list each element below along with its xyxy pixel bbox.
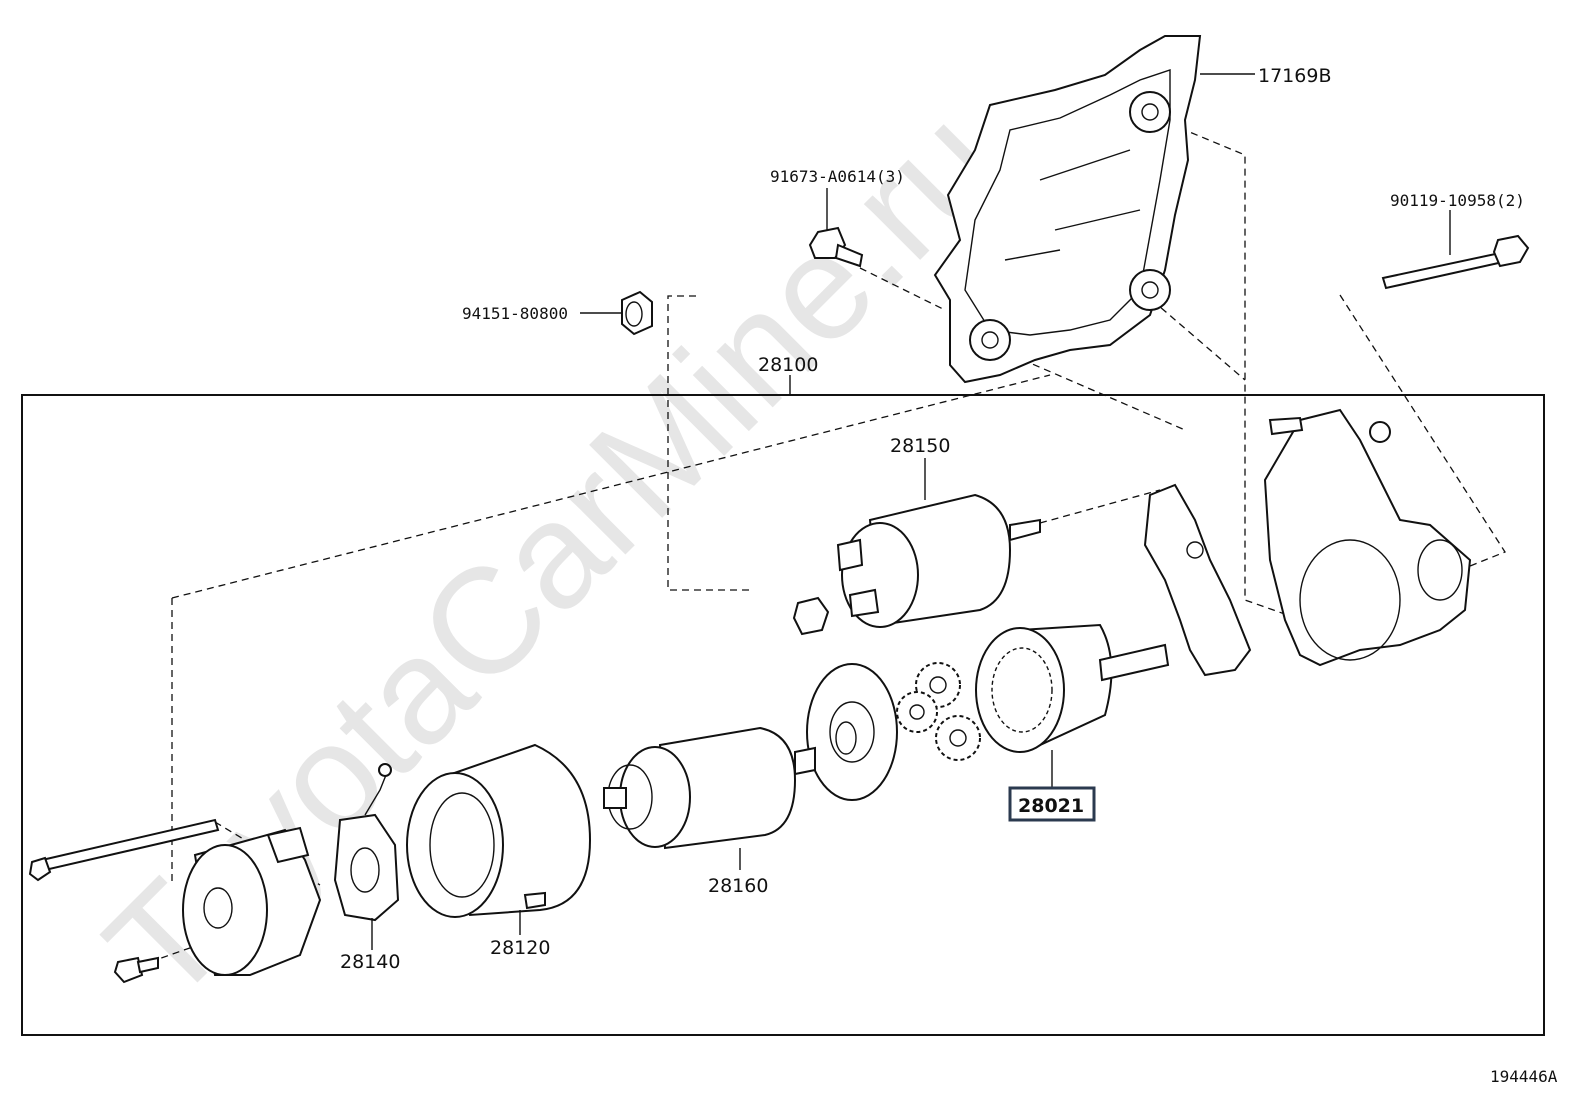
nut-94151 bbox=[621, 290, 653, 336]
label-28160[interactable]: 28160 bbox=[708, 875, 768, 897]
leader-lines bbox=[371, 73, 1451, 950]
through-bolt bbox=[28, 818, 220, 882]
solenoid-28150 bbox=[792, 493, 1041, 636]
label-17169b[interactable]: 17169B bbox=[1258, 65, 1331, 87]
label-28150[interactable]: 28150 bbox=[890, 435, 950, 457]
figure-code: 194446A bbox=[1490, 1067, 1558, 1086]
yoke-28120 bbox=[406, 743, 592, 918]
clutch-assembly-28021 bbox=[975, 623, 1170, 753]
assembly-frame bbox=[21, 394, 1545, 1036]
drive-housing bbox=[1263, 408, 1472, 667]
brush-holder-28140 bbox=[333, 763, 400, 922]
bolt-91673 bbox=[808, 226, 864, 268]
armature-28160 bbox=[603, 726, 816, 850]
label-94151[interactable]: 94151-80800 bbox=[462, 304, 568, 323]
bolt-90119 bbox=[1381, 234, 1530, 290]
label-28021[interactable]: 28021 bbox=[1018, 795, 1084, 817]
small-screw bbox=[113, 956, 159, 984]
heat-insulator-17169b bbox=[933, 35, 1202, 384]
label-91673[interactable]: 91673-A0614(3) bbox=[770, 167, 905, 186]
planetary-gears bbox=[896, 662, 981, 761]
drive-lever bbox=[1143, 483, 1252, 677]
shield-plate bbox=[806, 663, 898, 801]
label-28140[interactable]: 28140 bbox=[340, 951, 400, 973]
highlight-box-28021[interactable] bbox=[1008, 786, 1096, 822]
end-frame bbox=[182, 826, 322, 976]
label-28120[interactable]: 28120 bbox=[490, 937, 550, 959]
label-90119[interactable]: 90119-10958(2) bbox=[1390, 191, 1525, 210]
label-28100[interactable]: 28100 bbox=[758, 354, 818, 376]
